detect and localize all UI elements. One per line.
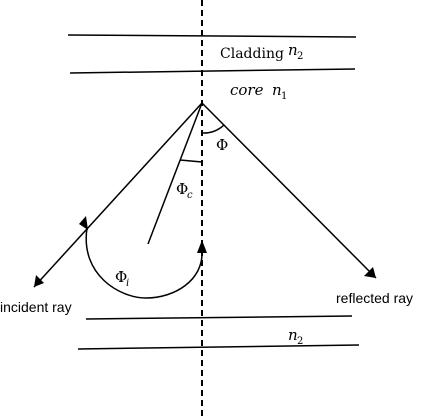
bottom-cladding-line	[77, 344, 360, 350]
incident-ray-mid-arrowhead	[79, 216, 88, 230]
reflected-ray-arrowhead	[364, 267, 376, 278]
core-index-label: n	[272, 81, 282, 99]
phi-angle-arc	[201, 124, 225, 134]
critical-angle-line	[147, 102, 203, 245]
cladding-label: Cladding	[220, 46, 284, 62]
cladding-top-line	[67, 34, 357, 38]
cladding-index-label: n	[288, 41, 298, 59]
bottom-index-subscript: 2	[297, 336, 303, 347]
incident-ray-label: incident ray	[0, 299, 72, 315]
phi-c-label: Φ	[176, 180, 188, 198]
phi-c-subscript: c	[187, 190, 193, 201]
bottom-index-label: n	[288, 326, 298, 344]
phi-i-arc-arrowhead	[197, 240, 207, 253]
cladding-index-subscript: 2	[297, 51, 303, 62]
reflected-ray-line	[201, 102, 377, 279]
core-bottom-boundary-line	[85, 315, 353, 320]
incident-ray-arrowhead	[34, 275, 44, 287]
phi-label: Φ	[216, 136, 228, 154]
phi-i-subscript: i	[126, 278, 129, 289]
core-label: core	[230, 81, 264, 99]
phi-i-label: Φ	[115, 268, 127, 286]
phi-c-angle-marker	[179, 159, 203, 163]
cladding-core-boundary-line	[69, 68, 356, 74]
incident-ray-line	[33, 102, 203, 288]
reflected-ray-label: reflected ray	[336, 290, 413, 306]
phi-i-angle-arc	[85, 227, 203, 299]
core-index-subscript: 1	[281, 91, 287, 102]
